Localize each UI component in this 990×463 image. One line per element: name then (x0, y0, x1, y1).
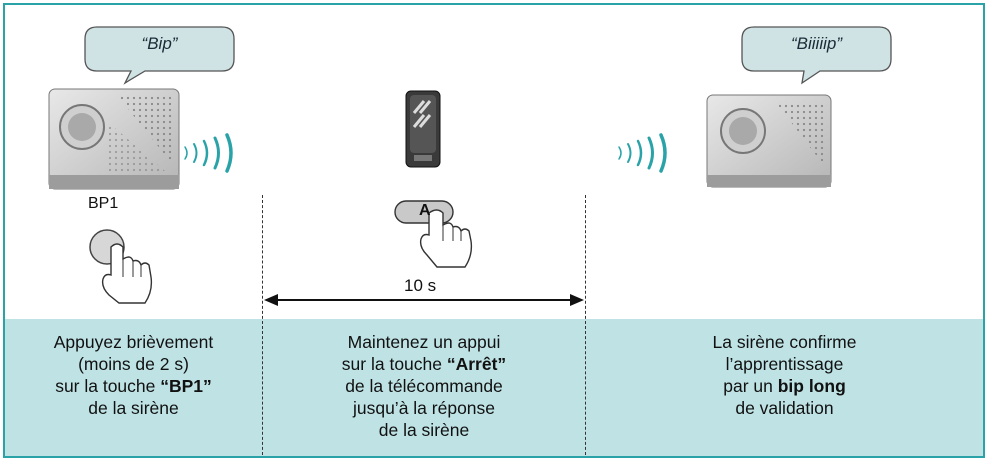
caption-bold: “BP1” (160, 376, 212, 396)
caption-bold: bip long (777, 376, 846, 396)
caption-middle: Maintenez un appui sur la touche “Arrêt”… (263, 331, 585, 441)
caption-band (5, 319, 983, 456)
remote-control-icon (405, 90, 441, 168)
sound-waves-icon (618, 133, 667, 173)
duration-label: 10 s (404, 276, 437, 295)
caption-line: La sirène confirme (712, 332, 857, 352)
separator-right (585, 195, 586, 456)
caption-line: par un bip long (586, 375, 983, 397)
key-a-press-icon (394, 200, 473, 268)
finger-press-button-icon (89, 229, 153, 304)
caption-bold: “Arrêt” (446, 354, 507, 374)
caption-line: Appuyez brièvement (53, 332, 214, 352)
caption-line: jusqu’à la réponse (352, 398, 496, 418)
caption-line: sur la touche “Arrêt” (263, 353, 585, 375)
caption-line: de validation (735, 398, 834, 418)
caption-line: de la sirène (378, 420, 470, 440)
speech-bubble-shape (741, 26, 892, 85)
caption-text: sur la touche (341, 354, 447, 374)
caption-line: sur la touche “BP1” (5, 375, 262, 397)
caption-left: Appuyez brièvement (moins de 2 s) sur la… (5, 331, 262, 419)
duration-arrow (264, 294, 584, 306)
caption-line: de la télécommande (345, 376, 503, 396)
caption-line: de la sirène (88, 398, 179, 418)
key-a-label: A (419, 202, 431, 219)
caption-line: Maintenez un appui (347, 332, 501, 352)
speech-bubble-biiiiip: “Biiiiip” (740, 25, 893, 85)
bubble-text-bip: “Bip” (141, 34, 178, 53)
siren-device-icon (48, 88, 180, 190)
separator-left (262, 195, 263, 456)
caption-text: sur la touche (55, 376, 161, 396)
speech-bubble-shape (84, 26, 235, 85)
diagram-frame: “Bip” “Biiiiip” (3, 3, 985, 458)
caption-right: La sirène confirme l’apprentissage par u… (586, 331, 983, 419)
bp1-label: BP1 (88, 195, 119, 212)
speech-bubble-bip: “Bip” (83, 25, 236, 85)
caption-line: (moins de 2 s) (78, 354, 189, 374)
siren-device-icon (706, 94, 832, 188)
bubble-text-biiiiip: “Biiiiip” (791, 34, 842, 53)
caption-text: par un (723, 376, 778, 396)
caption-line: l’apprentissage (725, 354, 844, 374)
sound-waves-icon (184, 133, 233, 173)
